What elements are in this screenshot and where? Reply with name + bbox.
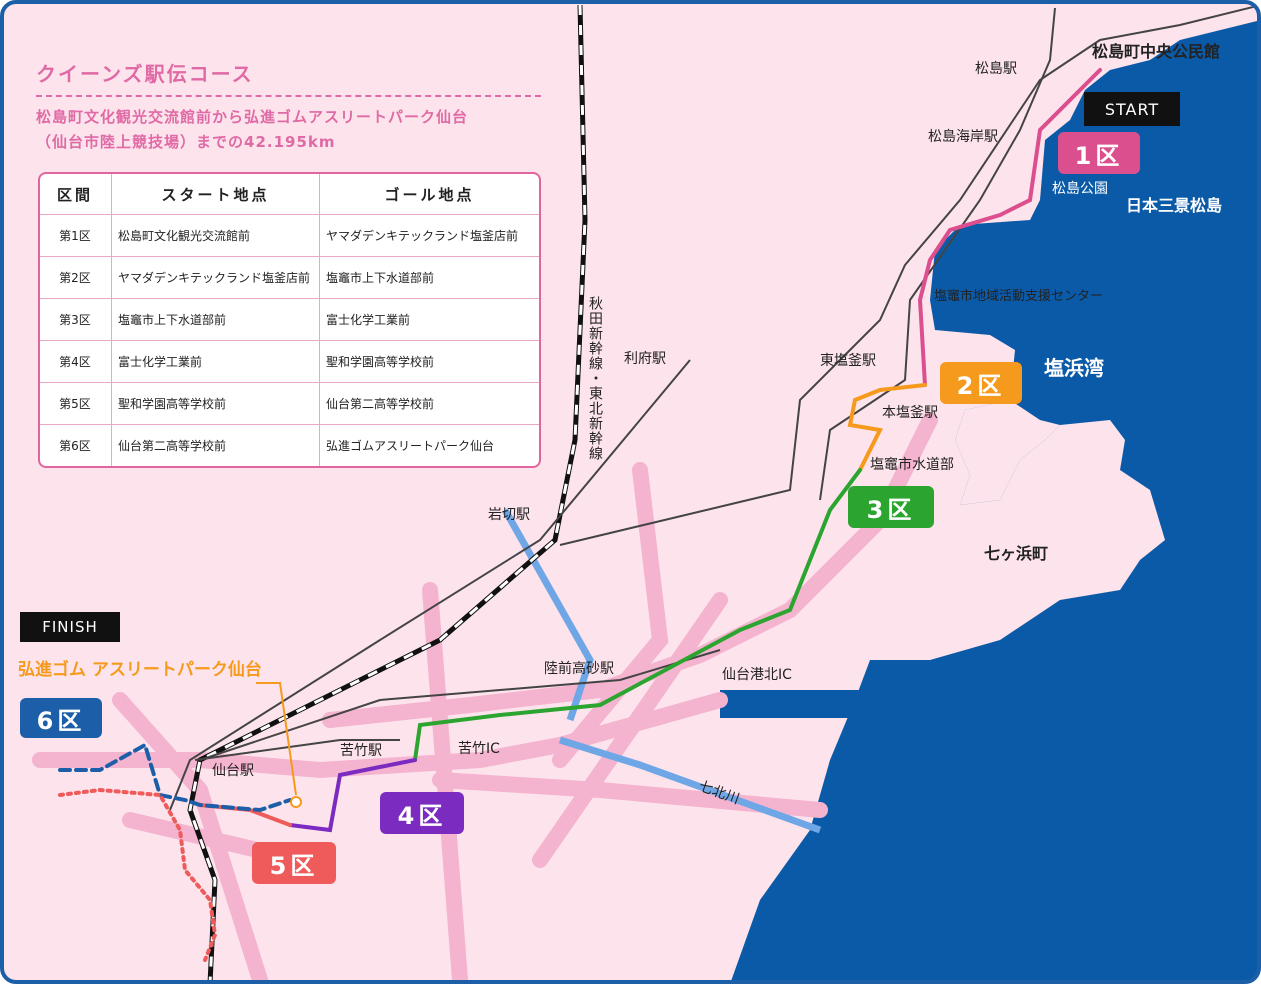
railways xyxy=(169,4,1259,982)
matsushima-kaigan-label: 松島海岸駅 xyxy=(928,129,998,145)
header-section: 区間 xyxy=(40,174,111,215)
course-description: 松島町文化観光交流館前から弘進ゴムアスリートパーク仙台 （仙台市陸上競技場）まで… xyxy=(36,105,546,155)
water-dept-label: 塩竈市水道部 xyxy=(870,457,954,473)
shiogama-center-label: 塩竈市地域活動支援センター xyxy=(934,289,1104,304)
row-goal: 仙台第二高等学校前 xyxy=(319,383,539,425)
section-6-badge: 6区 xyxy=(20,698,102,738)
community-hall-label: 松島町中央公民館 xyxy=(1092,42,1221,61)
row-start: ヤマダデンキテックランド塩釜店前 xyxy=(111,257,319,299)
port-pier xyxy=(720,690,860,718)
course-title: クイーンズ駅伝コース xyxy=(36,58,541,97)
section-5-badge: 5区 xyxy=(252,842,336,884)
table-row: 第2区ヤマダデンキテックランド塩釜店前塩竈市上下水道部前 xyxy=(40,257,539,299)
higashi-shiogama-label: 東塩釜駅 xyxy=(820,353,876,369)
row-section: 第2区 xyxy=(40,257,111,299)
section-4-badge: 4区 xyxy=(380,792,464,834)
description-line-1: 松島町文化観光交流館前から弘進ゴムアスリートパーク仙台 xyxy=(36,108,469,126)
shichigahama-label: 七ヶ浜町 xyxy=(984,544,1049,563)
description-line-2: （仙台市陸上競技場）までの42.195km xyxy=(36,133,336,151)
info-panel: クイーンズ駅伝コース 松島町文化観光交流館前から弘進ゴムアスリートパーク仙台 （… xyxy=(36,58,546,155)
row-goal: 塩竈市上下水道部前 xyxy=(319,257,539,299)
section-3-badge: 3区 xyxy=(848,486,934,528)
header-goal: ゴール地点 xyxy=(319,174,539,215)
matsushima-station-label: 松島駅 xyxy=(975,61,1017,77)
finish-place-label: 弘進ゴム アスリートパーク仙台 xyxy=(18,660,262,680)
table-row: 第3区塩竈市上下水道部前富士化学工業前 xyxy=(40,299,539,341)
section-2-badge: 2区 xyxy=(940,362,1022,404)
finish-leader xyxy=(256,682,297,796)
table-row: 第6区 仙台第二高等学校前弘進ゴムアスリートパーク仙台 xyxy=(40,425,539,466)
rifu-station-label: 利府駅 xyxy=(624,351,666,367)
row-start: 松島町文化観光交流館前 xyxy=(111,215,319,257)
nigatake-ic-label: 苦竹IC xyxy=(458,741,500,757)
finish-marker: FINISH xyxy=(20,612,120,642)
row-goal: 富士化学工業前 xyxy=(319,299,539,341)
sendai-port-ic-label: 仙台港北IC xyxy=(722,667,792,683)
nihon-sankei-label: 日本三景松島 xyxy=(1126,196,1223,215)
row-start: 塩竈市上下水道部前 xyxy=(111,299,319,341)
row-section: 第4区 xyxy=(40,341,111,383)
section-1-badge: 1区 xyxy=(1058,132,1140,174)
row-goal: ヤマダデンキテックランド塩釜店前 xyxy=(319,215,539,257)
iwakiri-station-label: 岩切駅 xyxy=(488,507,530,523)
row-goal: 弘進ゴムアスリートパーク仙台 xyxy=(319,425,539,466)
row-start: 聖和学園高等学校前 xyxy=(111,383,319,425)
row-goal: 聖和学園高等学校前 xyxy=(319,341,539,383)
row-section: 第3区 xyxy=(40,299,111,341)
table-header-row: 区間 スタート地点 ゴール地点 xyxy=(40,174,539,215)
hon-shiogama-label: 本塩釜駅 xyxy=(882,405,938,421)
rikuzen-takasago-label: 陸前高砂駅 xyxy=(544,661,614,677)
course xyxy=(58,68,1102,962)
table-row: 第1区松島町文化観光交流館前ヤマダデンキテックランド塩釜店前 xyxy=(40,215,539,257)
finish-point xyxy=(290,796,302,808)
row-section: 第6区 xyxy=(59,439,91,453)
section-table: 区間 スタート地点 ゴール地点 第1区松島町文化観光交流館前ヤマダデンキテックラ… xyxy=(38,172,541,468)
row-section: 第1区 xyxy=(40,215,111,257)
row-section: 第5区 xyxy=(40,383,111,425)
sendai-station-label: 仙台駅 xyxy=(212,763,254,779)
matsushima-park-label: 松島公園 xyxy=(1052,181,1108,197)
start-marker: START xyxy=(1084,92,1180,126)
shiohama-bay-label: 塩浜湾 xyxy=(1044,356,1104,380)
row-start: 仙台第二高等学校前 xyxy=(111,425,319,466)
row-start: 富士化学工業前 xyxy=(111,341,319,383)
table-row: 第4区富士化学工業前聖和学園高等学校前 xyxy=(40,341,539,383)
bay-coast xyxy=(955,400,1060,505)
shinkansen-label: 秋田新幹線・東北新幹線 xyxy=(587,296,603,461)
table-row: 第5区聖和学園高等学校前仙台第二高等学校前 xyxy=(40,383,539,425)
header-start: スタート地点 xyxy=(111,174,319,215)
sea xyxy=(730,20,1259,982)
nigatake-station-label: 苦竹駅 xyxy=(340,743,382,759)
